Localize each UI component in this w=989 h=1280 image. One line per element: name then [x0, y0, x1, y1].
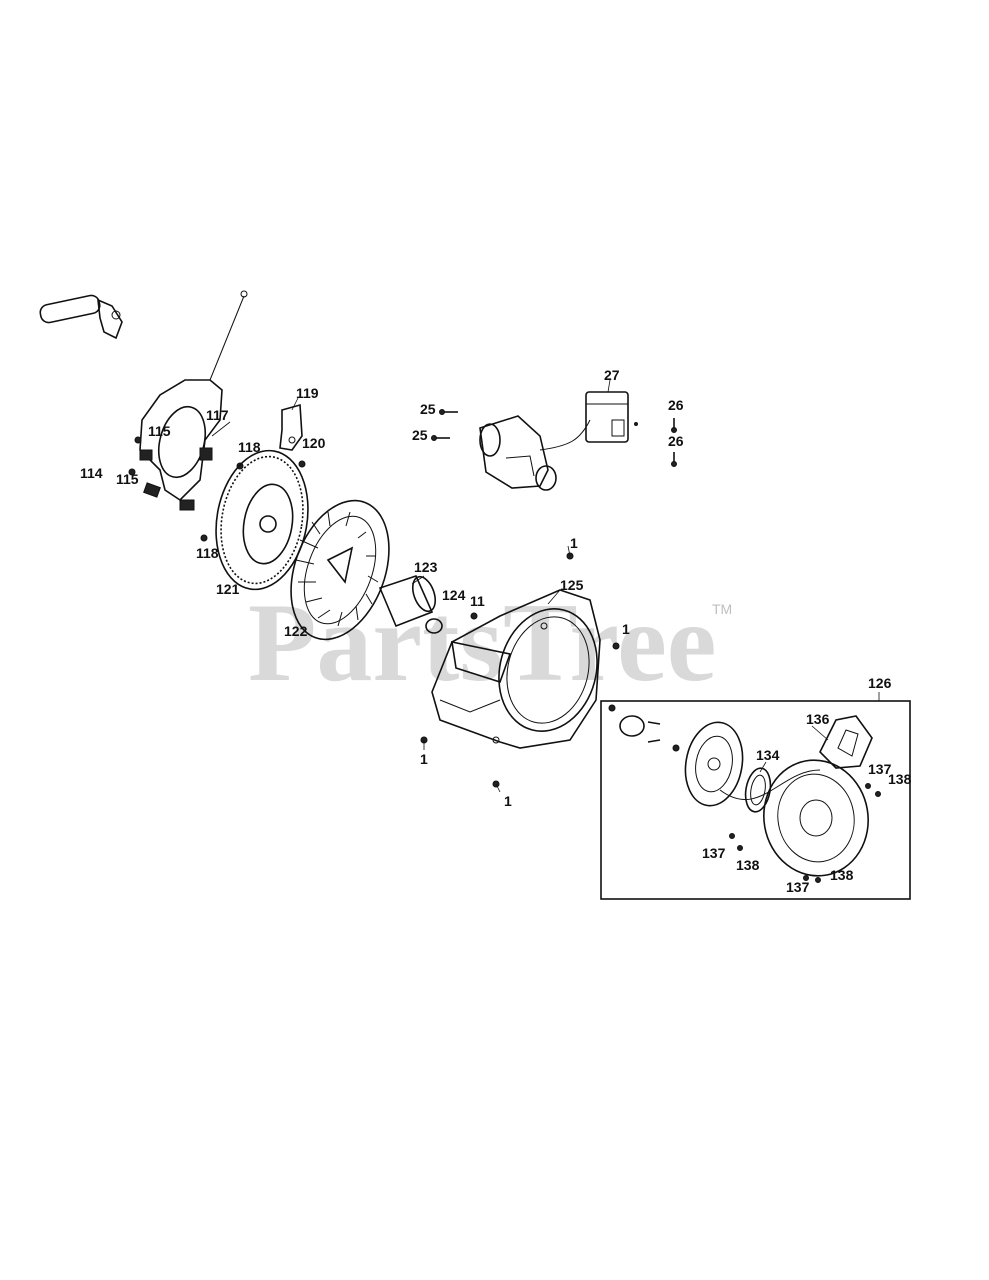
callout-115-lower: 115 — [116, 471, 139, 487]
callout-26-upper: 26 — [668, 397, 684, 413]
bolt-25-lower[interactable] — [431, 435, 451, 441]
screw-26-lower[interactable] — [671, 452, 677, 467]
callout-126: 126 — [868, 675, 892, 691]
blower-housing-part[interactable] — [431, 589, 610, 749]
screw-1-right[interactable] — [612, 642, 620, 650]
callout-137-c: 137 — [868, 761, 892, 777]
ignition-coil-stator-part[interactable] — [139, 290, 248, 511]
screw-138-b[interactable] — [815, 877, 821, 883]
callout-138-b: 138 — [830, 867, 854, 883]
callout-134: 134 — [756, 747, 780, 763]
callout-1-top: 1 — [570, 535, 578, 551]
recoil-pawl-parts[interactable] — [608, 704, 680, 752]
starter-handle-part[interactable] — [819, 715, 873, 769]
callout-27: 27 — [604, 367, 620, 383]
callout-25-lower: 25 — [412, 427, 428, 443]
bracket-part[interactable] — [279, 403, 303, 451]
starter-relay-part[interactable] — [585, 391, 638, 443]
callout-138-a: 138 — [736, 857, 760, 873]
callout-124: 124 — [442, 587, 466, 603]
callout-125: 125 — [560, 577, 584, 593]
screw-1-top[interactable] — [566, 545, 574, 560]
callout-120: 120 — [302, 435, 326, 451]
screw-115-lower[interactable] — [128, 468, 136, 476]
watermark-trademark: TM — [712, 601, 732, 617]
callout-121: 121 — [216, 581, 240, 597]
callout-1-right: 1 — [622, 621, 630, 637]
callout-114: 114 — [80, 465, 103, 481]
screw-118-lower[interactable] — [200, 534, 208, 542]
screw-137-a[interactable] — [729, 833, 735, 839]
screw-26-upper[interactable] — [671, 418, 677, 433]
callout-1-bottom: 1 — [504, 793, 512, 809]
bolt-11[interactable] — [470, 612, 478, 620]
screw-137-b[interactable] — [803, 875, 809, 881]
callout-123: 123 — [414, 559, 438, 575]
screw-1-bottom[interactable] — [492, 780, 501, 793]
screw-115-upper[interactable] — [134, 436, 142, 444]
recoil-starter-box — [600, 700, 911, 900]
callout-118-lower: 118 — [196, 545, 219, 561]
flywheel-part[interactable] — [206, 443, 319, 597]
starter-motor-part[interactable] — [479, 415, 591, 491]
screw-1-left[interactable] — [420, 736, 428, 750]
callout-118-upper: 118 — [238, 439, 261, 455]
spark-plug-cap-part[interactable] — [39, 294, 123, 340]
callout-138-c: 138 — [888, 771, 912, 787]
callout-137-b: 137 — [786, 879, 810, 895]
bolt-25-upper[interactable] — [439, 409, 459, 415]
screw-137-c[interactable] — [865, 783, 871, 789]
callout-25-upper: 25 — [420, 401, 436, 417]
screw-138-c[interactable] — [875, 791, 881, 797]
callout-1-left: 1 — [420, 751, 428, 767]
callout-136: 136 — [806, 711, 830, 727]
recoil-pulley-part[interactable] — [679, 718, 749, 810]
recoil-housing-part[interactable] — [719, 752, 877, 884]
callout-137-a: 137 — [702, 845, 726, 861]
starter-cup-part[interactable] — [378, 574, 440, 628]
screw-120[interactable] — [298, 460, 306, 468]
callout-119: 119 — [296, 385, 319, 401]
cooling-fan-part[interactable] — [273, 487, 407, 653]
callout-11: 11 — [470, 593, 485, 609]
callout-122: 122 — [284, 623, 308, 639]
flywheel-nut-part[interactable] — [425, 618, 443, 634]
screw-138-a[interactable] — [737, 845, 743, 851]
callout-115-upper: 115 — [148, 423, 171, 439]
callout-117: 117 — [206, 407, 229, 423]
watermark-text: PartsTree — [248, 581, 717, 705]
callout-26-lower: 26 — [668, 433, 684, 449]
